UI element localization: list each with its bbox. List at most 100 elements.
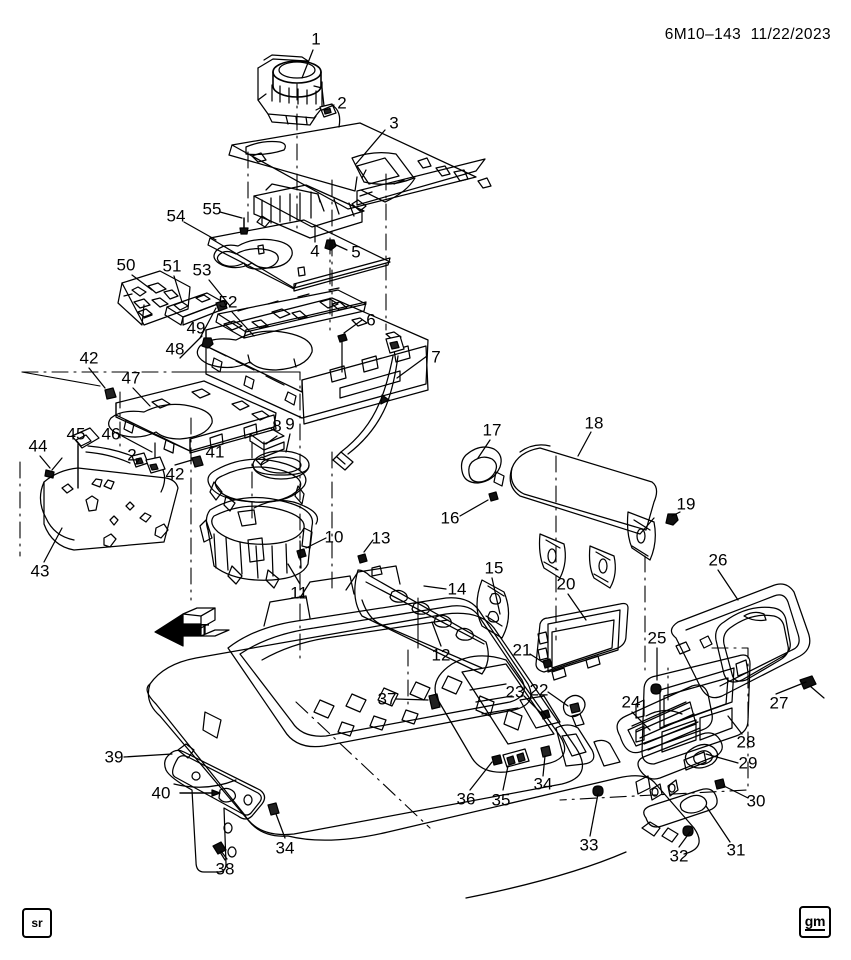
part-47-bracket-frame bbox=[108, 380, 277, 454]
callout-53: 53 bbox=[192, 260, 212, 280]
callout-14: 14 bbox=[447, 579, 467, 599]
callout-47: 47 bbox=[121, 368, 141, 388]
callout-20: 20 bbox=[556, 574, 576, 594]
part-11-cupholder-body bbox=[199, 496, 319, 589]
part-42-clip-upper bbox=[104, 387, 117, 400]
callout-8: 8 bbox=[272, 416, 282, 436]
part-45-lever-arm bbox=[71, 427, 166, 493]
part-34b-clip bbox=[267, 802, 280, 816]
callout-28: 28 bbox=[736, 732, 756, 752]
callout-34: 34 bbox=[533, 774, 553, 794]
part-12-lower-trim bbox=[354, 565, 489, 675]
callout-46: 46 bbox=[101, 424, 121, 444]
part-35-bracket-small bbox=[502, 748, 530, 768]
callout-36: 36 bbox=[456, 789, 476, 809]
callout-7: 7 bbox=[431, 347, 441, 367]
callout-19: 19 bbox=[676, 494, 696, 514]
callout-41: 41 bbox=[205, 442, 225, 462]
part-41-retainer-ring bbox=[207, 456, 307, 512]
callout-54: 54 bbox=[166, 206, 186, 226]
leader-lines bbox=[39, 49, 807, 861]
part-54-cupholder-insert bbox=[207, 219, 391, 292]
part-48-nut bbox=[201, 337, 214, 349]
sr-logo-text: sr bbox=[31, 916, 43, 930]
callout-6: 6 bbox=[366, 310, 376, 330]
part-2-connector-upper bbox=[319, 103, 341, 128]
part-4-upper-bin-retainer bbox=[253, 183, 367, 239]
part-31-lower-arm bbox=[641, 788, 718, 843]
callout-12: 12 bbox=[431, 645, 451, 665]
part-10-screw bbox=[296, 548, 307, 559]
callout-27: 27 bbox=[769, 693, 789, 713]
callout-15: 15 bbox=[484, 558, 504, 578]
part-13-screw bbox=[357, 553, 368, 564]
part-40-pointer bbox=[179, 789, 221, 797]
witness-rails bbox=[21, 371, 419, 649]
callout-11: 11 bbox=[290, 583, 308, 603]
part-18-armrest-lid bbox=[509, 444, 658, 589]
part-32-screw bbox=[682, 825, 694, 837]
part-17-hinge-cap bbox=[460, 446, 505, 487]
callout-23: 23 bbox=[505, 682, 525, 702]
part-28-faceplate bbox=[635, 654, 751, 771]
callout-13: 13 bbox=[371, 528, 391, 548]
part-6-screw bbox=[337, 333, 348, 373]
callout-18: 18 bbox=[584, 413, 604, 433]
callout-52: 52 bbox=[218, 292, 238, 312]
callout-31: 31 bbox=[726, 840, 746, 860]
callout-16: 16 bbox=[440, 508, 460, 528]
callout-42: 42 bbox=[79, 348, 99, 368]
frt-direction-arrow bbox=[154, 607, 230, 647]
callout-9: 9 bbox=[285, 414, 295, 434]
part-36-screw bbox=[491, 754, 503, 766]
callout-40: 40 bbox=[151, 783, 171, 803]
part-25-screw bbox=[650, 683, 662, 695]
callout-38: 38 bbox=[215, 859, 235, 879]
callout-37: 37 bbox=[377, 689, 397, 709]
callout-29: 29 bbox=[738, 753, 758, 773]
part-16-screw bbox=[488, 491, 499, 502]
callout-43: 43 bbox=[30, 561, 50, 581]
part-1-shift-control bbox=[257, 54, 325, 126]
callout-21: 21 bbox=[512, 640, 532, 660]
callout-49: 49 bbox=[186, 318, 206, 338]
part-42b-clip bbox=[191, 455, 204, 468]
part-21-screw bbox=[542, 658, 553, 669]
sr-logo: sr bbox=[22, 908, 52, 938]
part-8-bracket-tab bbox=[249, 427, 285, 458]
part-27-screw bbox=[799, 675, 825, 699]
part-50-trim-panel-left bbox=[117, 270, 191, 326]
gm-logo-text: gm bbox=[804, 912, 826, 931]
callout-1: 1 bbox=[311, 29, 321, 49]
callout-44: 44 bbox=[28, 436, 48, 456]
callout-24: 24 bbox=[621, 692, 641, 712]
callout-55: 55 bbox=[202, 199, 222, 219]
part-55-bolt bbox=[239, 217, 249, 235]
part-39-mounting-bracket bbox=[164, 743, 266, 873]
callout-32: 32 bbox=[669, 846, 689, 866]
part-38-screw bbox=[212, 841, 228, 860]
part-9-seal-ring bbox=[252, 450, 310, 480]
callout-10: 10 bbox=[324, 527, 344, 547]
callout-4: 4 bbox=[310, 241, 320, 261]
callout-2: 2 bbox=[337, 93, 347, 113]
callout-3: 3 bbox=[389, 113, 399, 133]
callout-2: 2 bbox=[127, 445, 137, 465]
part-3-upper-trim-plate bbox=[228, 122, 492, 210]
callout-22: 22 bbox=[529, 680, 549, 700]
part-43-lower-tray bbox=[39, 467, 179, 551]
frt-label: FRT bbox=[180, 621, 210, 638]
callout-48: 48 bbox=[165, 339, 185, 359]
callout-30: 30 bbox=[746, 791, 766, 811]
callout-39: 39 bbox=[104, 747, 124, 767]
part-53-trim-rail bbox=[215, 287, 367, 339]
part-26-upper-bezel bbox=[670, 583, 811, 699]
part-20-module bbox=[535, 602, 629, 681]
callout-17: 17 bbox=[482, 420, 502, 440]
callout-5: 5 bbox=[351, 242, 361, 262]
callout-51: 51 bbox=[162, 256, 182, 276]
gm-logo: gm bbox=[799, 906, 831, 938]
callout-50: 50 bbox=[116, 255, 136, 275]
callout-26: 26 bbox=[708, 550, 728, 570]
